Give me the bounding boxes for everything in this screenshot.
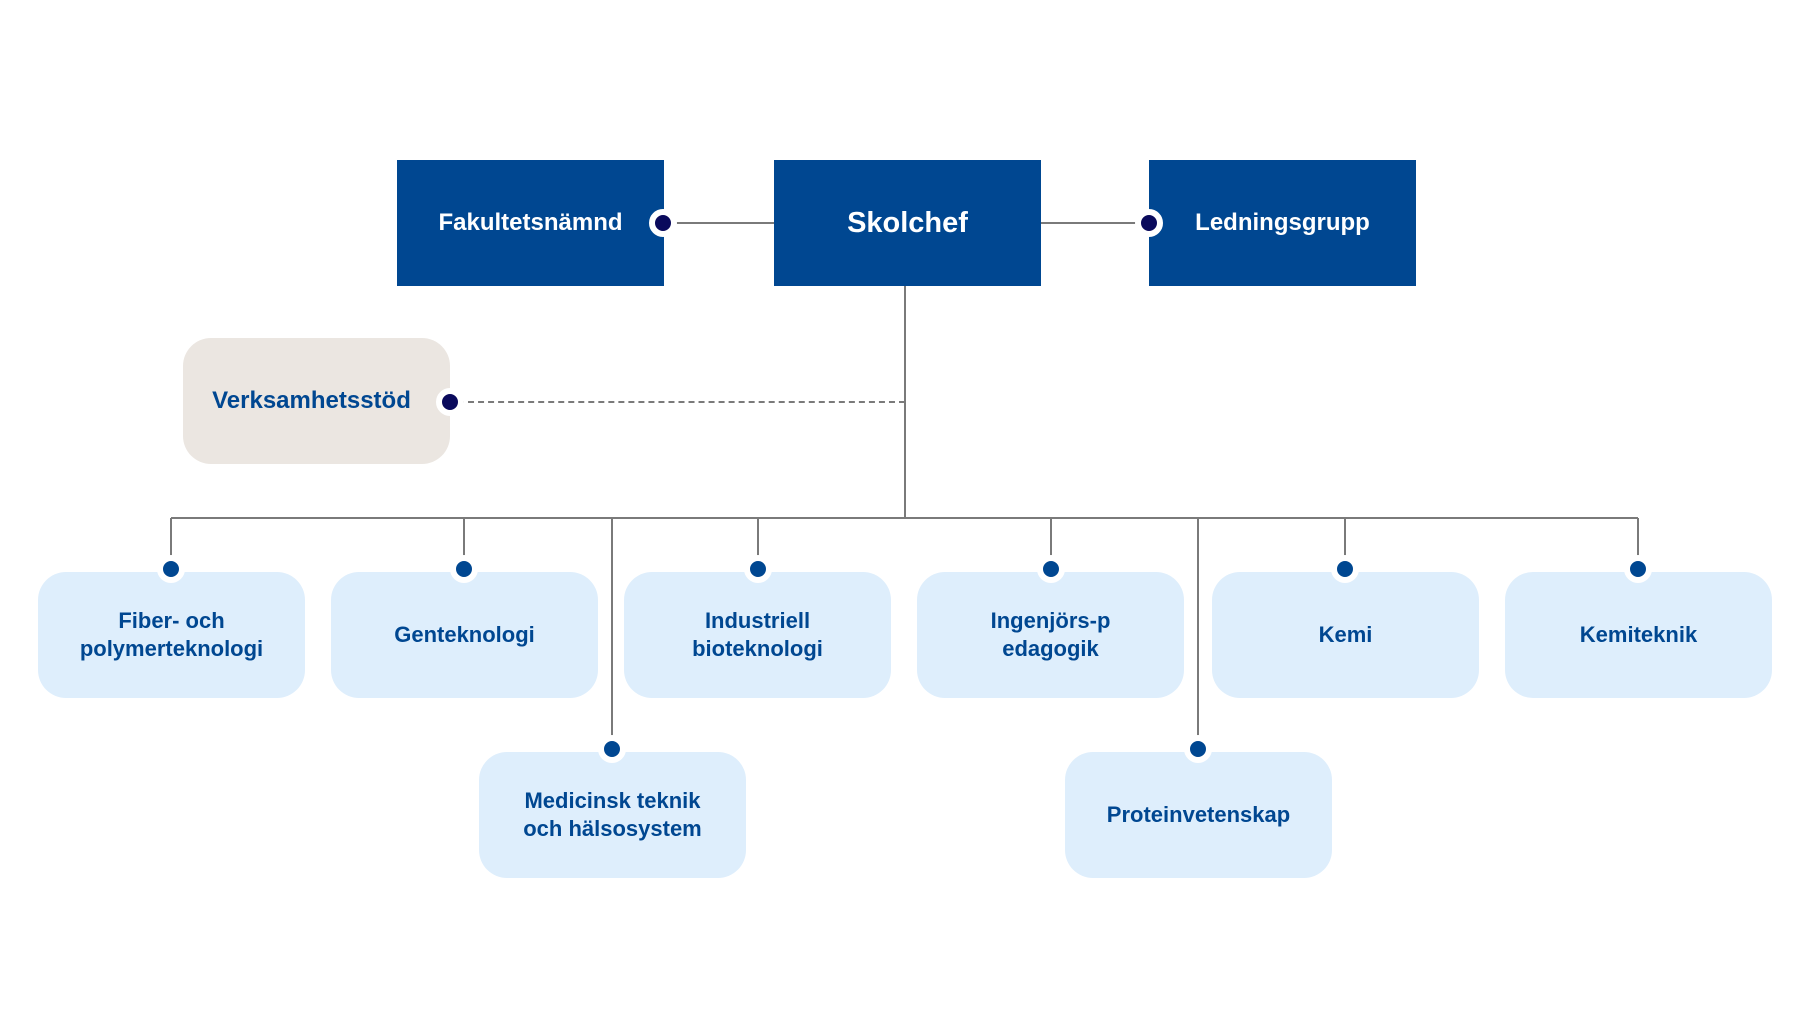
connector-dot-ledning <box>1135 209 1163 237</box>
drop-gen <box>463 518 465 558</box>
connector-dot-industriell <box>744 555 772 583</box>
unit-industriell: Industriell bioteknologi <box>624 572 891 698</box>
unit-label: Proteinvetenskap <box>1106 802 1291 827</box>
unit-label: Kemiteknik <box>1579 622 1698 647</box>
unit-kemi: Kemi <box>1212 572 1479 698</box>
connector-dot-fakultet <box>649 209 677 237</box>
unit-label: Medicinsk teknik och hälsosystem <box>523 788 702 841</box>
connector-dot-fiber <box>157 555 185 583</box>
unit-fiber: Fiber- och polymerteknologi <box>38 572 305 698</box>
trunk-line <box>904 286 906 519</box>
unit-label: Kemi <box>1318 622 1373 647</box>
drop-medicinsk <box>611 518 613 738</box>
unit-label: Genteknologi <box>394 622 535 647</box>
bus-line <box>171 517 1638 519</box>
verksamhetsstod-box: Verksamhetsstöd <box>183 338 450 464</box>
unit-kemiteknik: Kemiteknik <box>1505 572 1772 698</box>
drop-kemiteknik <box>1637 518 1639 558</box>
unit-label: Industriell bioteknologi <box>692 608 823 661</box>
drop-ingenjors <box>1050 518 1052 558</box>
connector-dot-medicinsk <box>598 735 626 763</box>
connector-dot-kemiteknik <box>1624 555 1652 583</box>
drop-protein <box>1197 518 1199 738</box>
ledningsgrupp-label: Ledningsgrupp <box>1195 209 1370 236</box>
unit-medicinsk: Medicinsk teknik och hälsosystem <box>479 752 746 878</box>
unit-proteinvetenskap: Proteinvetenskap <box>1065 752 1332 878</box>
unit-genteknologi: Genteknologi <box>331 572 598 698</box>
fakultetsnamnd-label: Fakultetsnämnd <box>438 209 623 236</box>
connector-dot-verksamhet <box>436 388 464 416</box>
drop-kemi <box>1344 518 1346 558</box>
connector-dot-protein <box>1184 735 1212 763</box>
connector-dot-kemi <box>1331 555 1359 583</box>
unit-ingenjors: Ingenjörs-pedagogik <box>917 572 1184 698</box>
connector-dot-gen <box>450 555 478 583</box>
connector-verksamhetsstod <box>458 401 905 403</box>
connector-skolchef-ledning <box>1041 222 1149 224</box>
connector-dot-ingenjors <box>1037 555 1065 583</box>
skolchef-box: Skolchef <box>774 160 1041 286</box>
drop-fiber <box>170 518 172 558</box>
verksamhetsstod-label: Verksamhetsstöd <box>212 387 411 414</box>
unit-label: Ingenjörs-pedagogik <box>990 608 1111 661</box>
skolchef-label: Skolchef <box>847 206 968 239</box>
fakultetsnamnd-box: Fakultetsnämnd <box>397 160 664 286</box>
ledningsgrupp-box: Ledningsgrupp <box>1149 160 1416 286</box>
drop-industriell <box>757 518 759 558</box>
unit-label: Fiber- och polymerteknologi <box>79 608 264 661</box>
connector-fakultet-skolchef <box>663 222 774 224</box>
